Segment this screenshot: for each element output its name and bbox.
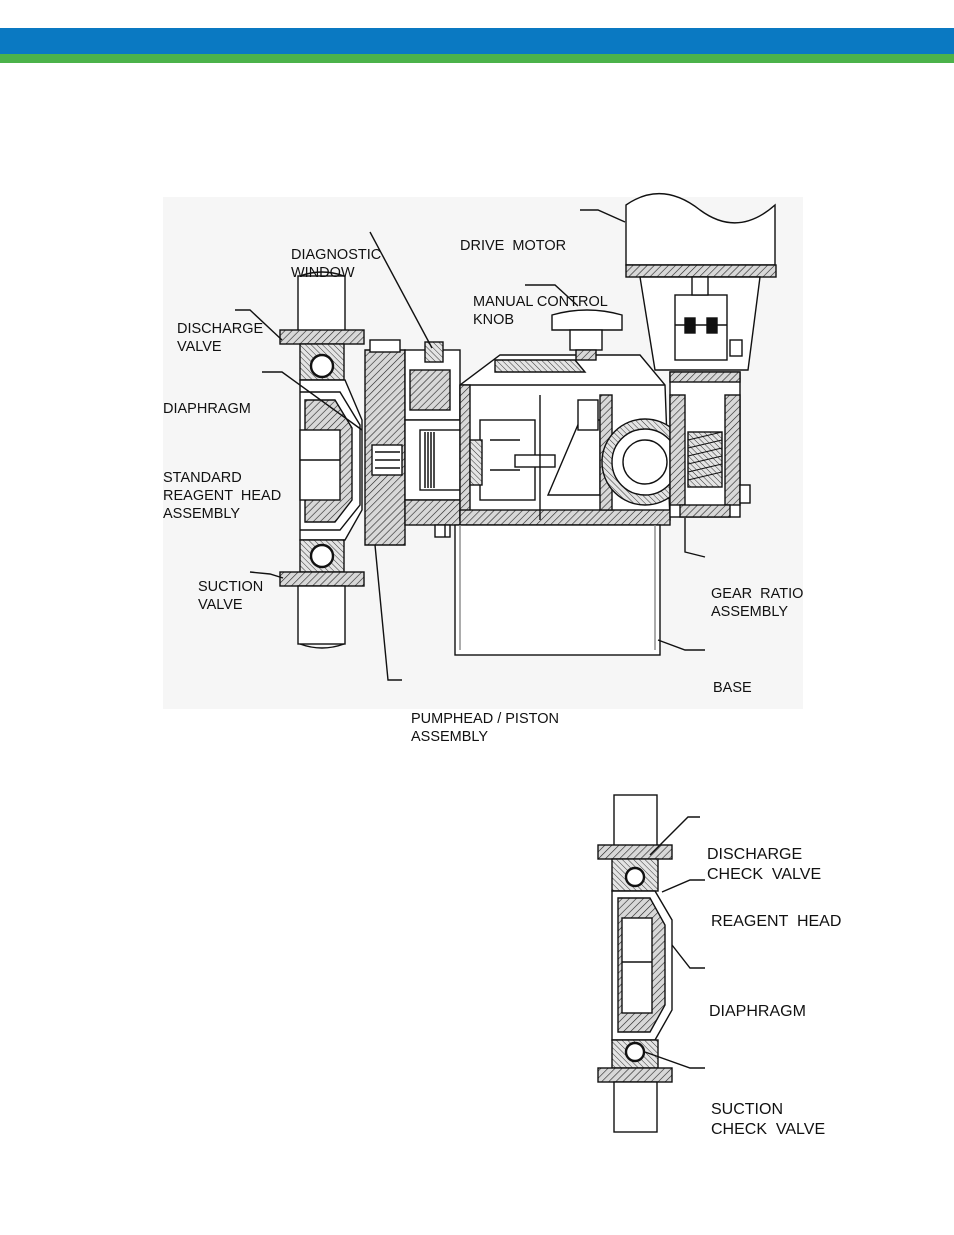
label-detail-diaphragm: DIAPHRAGM (709, 1003, 806, 1020)
leader-lines-detail (644, 816, 705, 1069)
gearbox-housing (459, 309, 689, 526)
reagent-head-detail-diagram (597, 794, 673, 1133)
gear-ratio-housing (669, 371, 751, 518)
reagent-head-assembly (279, 271, 365, 649)
label-diaphragm: DIAPHRAGM (163, 401, 251, 417)
header-green-band (0, 54, 954, 63)
base (454, 524, 661, 656)
label-drive-motor: DRIVE MOTOR (460, 238, 567, 254)
pumphead-body (364, 339, 466, 546)
label-base: BASE (713, 680, 752, 696)
leader-lines-main (235, 209, 706, 681)
label-reagent-head: REAGENT HEAD (711, 913, 842, 930)
drive-motor (625, 193, 777, 371)
header-blue-band (0, 28, 954, 54)
